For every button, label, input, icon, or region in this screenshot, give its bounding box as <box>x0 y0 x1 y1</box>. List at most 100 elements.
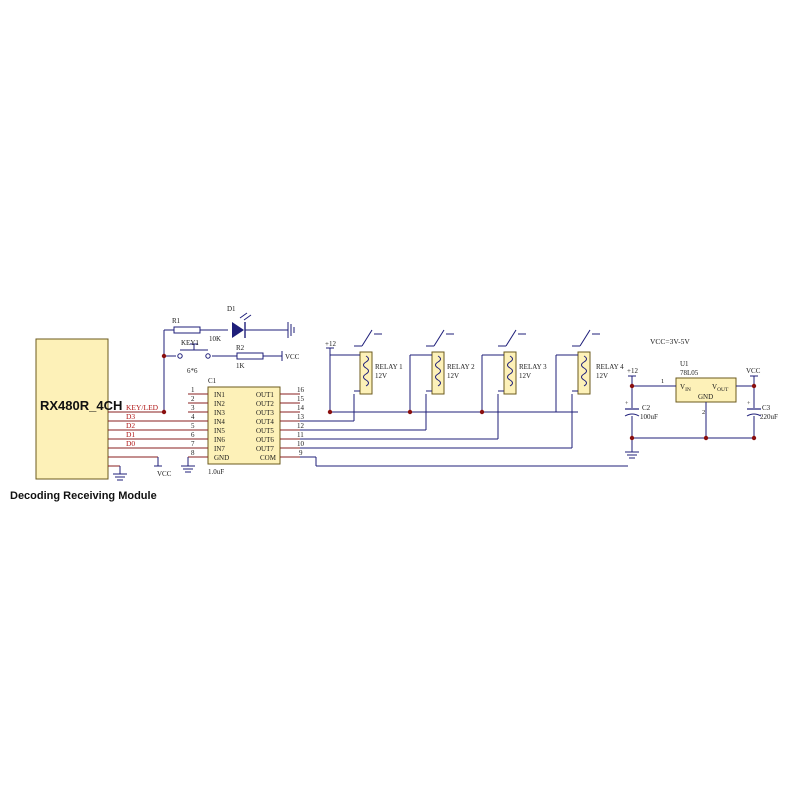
ic-value: 1.0uF <box>208 468 224 476</box>
ic-pin-name: OUT1 <box>256 391 274 399</box>
ic-pin-name: OUT3 <box>256 409 274 417</box>
ic-pin-number: 16 <box>297 386 305 394</box>
relay-supply-label: +12 <box>325 340 336 348</box>
c3-ref: C3 <box>762 404 771 412</box>
r2-resistor <box>236 352 264 360</box>
relay-3-voltage: 12V <box>519 372 531 380</box>
regulator-box <box>675 377 737 403</box>
ic-pin-number: 5 <box>191 422 195 430</box>
regulator-input-label: +12 <box>627 367 638 375</box>
regulator-note: VCC=3V-5V <box>650 337 690 346</box>
receiver-module-box <box>35 338 109 480</box>
module-pin-d1: D1 <box>126 430 135 439</box>
regulator-part: 78L05 <box>680 369 699 377</box>
relay-drive-wiring <box>300 348 628 467</box>
ic-pin-number: 12 <box>297 422 305 430</box>
relay-3-name: RELAY 3 <box>519 363 547 371</box>
r1-resistor <box>173 326 201 334</box>
driver-ic-box <box>207 386 281 465</box>
c2-polarity: + <box>625 401 629 407</box>
led-ground-symbol <box>282 322 295 338</box>
module-pin-d2: D2 <box>126 421 135 430</box>
ic-pin-name: IN4 <box>214 418 225 426</box>
ic-pin-number: 14 <box>297 404 305 412</box>
c3-value: 220uF <box>760 413 778 421</box>
relay-1-icon <box>354 329 382 395</box>
relay-2-icon <box>426 329 454 395</box>
regulator-pin1: 1 <box>661 378 664 385</box>
r2-vcc-label: VCC <box>285 353 300 361</box>
junction-node <box>751 383 757 389</box>
module-pin-d0: D0 <box>126 439 135 448</box>
ic-pin-name: IN7 <box>214 445 225 453</box>
ic-ground-symbol <box>181 457 195 473</box>
ic-pin-name: IN5 <box>214 427 225 435</box>
ic-left-pin-lines <box>188 393 208 458</box>
ic-right-pin-lines <box>280 393 300 458</box>
relay-4-icon <box>572 329 600 395</box>
relay-2-voltage: 12V <box>447 372 459 380</box>
d1-led-icon <box>232 312 282 338</box>
ic-pin-number: 2 <box>191 395 195 403</box>
ic-ref: C1 <box>208 377 217 385</box>
junction-node <box>629 383 635 389</box>
junction-node <box>161 409 167 415</box>
regulator-ref: U1 <box>680 360 689 368</box>
relay-1-voltage: 12V <box>375 372 387 380</box>
relay-3-icon <box>498 329 526 395</box>
ic-pin-number: 13 <box>297 413 305 421</box>
ic-pin-name: IN3 <box>214 409 225 417</box>
relay-4-voltage: 12V <box>596 372 608 380</box>
r1-ref: R1 <box>172 317 181 325</box>
receiver-module-caption: Decoding Receiving Module <box>10 490 157 502</box>
key1-ref: KEY1 <box>181 339 199 347</box>
junction-node <box>703 435 709 441</box>
d1-ref: D1 <box>227 305 236 313</box>
ic-pin-number: 1 <box>191 386 195 394</box>
ic-pin-number: 3 <box>191 404 195 412</box>
receiver-module-name: RX480R_4CH <box>40 398 122 413</box>
junction-node <box>629 435 635 441</box>
module-vcc-label: VCC <box>157 470 172 478</box>
c3-capacitor-icon <box>746 408 762 417</box>
ic-pin-name: IN1 <box>214 391 225 399</box>
junction-node <box>161 353 167 359</box>
ic-pin-name: IN6 <box>214 436 225 444</box>
junction-node <box>327 409 333 415</box>
regulator-output-label: VCC <box>746 367 761 375</box>
module-ground-symbol <box>113 466 127 481</box>
key1-switch-icon <box>177 343 211 359</box>
c2-ref: C2 <box>642 404 651 412</box>
ic-pin-name-gnd: GND <box>214 454 229 462</box>
junction-node <box>751 435 757 441</box>
ic-pin-number: 6 <box>191 431 195 439</box>
ic-pin-number: 10 <box>297 440 305 448</box>
regulator-ground-symbol <box>625 451 639 459</box>
r2-ref: R2 <box>236 344 245 352</box>
relay-1-name: RELAY 1 <box>375 363 403 371</box>
c2-capacitor-icon <box>624 408 640 417</box>
module-pin-d3: D3 <box>126 412 135 421</box>
ic-pin-name: OUT7 <box>256 445 274 453</box>
ic-pin-name: OUT5 <box>256 427 274 435</box>
module-pin-lines <box>108 411 200 467</box>
ic-pin-number: 7 <box>191 440 195 448</box>
ic-pin-name: IN2 <box>214 400 225 408</box>
relay-4-name: RELAY 4 <box>596 363 624 371</box>
junction-node <box>407 409 413 415</box>
ic-pin-name: COM <box>260 454 277 462</box>
key1-value: 6*6 <box>187 367 198 375</box>
r1-value: 10K <box>209 335 221 343</box>
ic-pin-number: 4 <box>191 413 195 421</box>
ic-pin-number: 8 <box>191 449 195 457</box>
module-pin-key-led: KEY/LED <box>126 403 159 412</box>
ic-pin-name: OUT4 <box>256 418 274 426</box>
ic-pin-name: OUT2 <box>256 400 274 408</box>
c3-polarity: + <box>747 401 751 407</box>
r2-value: 1K <box>236 362 245 370</box>
regulator-vin-label: VIN <box>680 383 691 393</box>
regulator-gnd-label: GND <box>698 393 713 401</box>
c2-value: 100uF <box>640 413 658 421</box>
regulator-gnd-pin: 2 <box>702 409 705 416</box>
